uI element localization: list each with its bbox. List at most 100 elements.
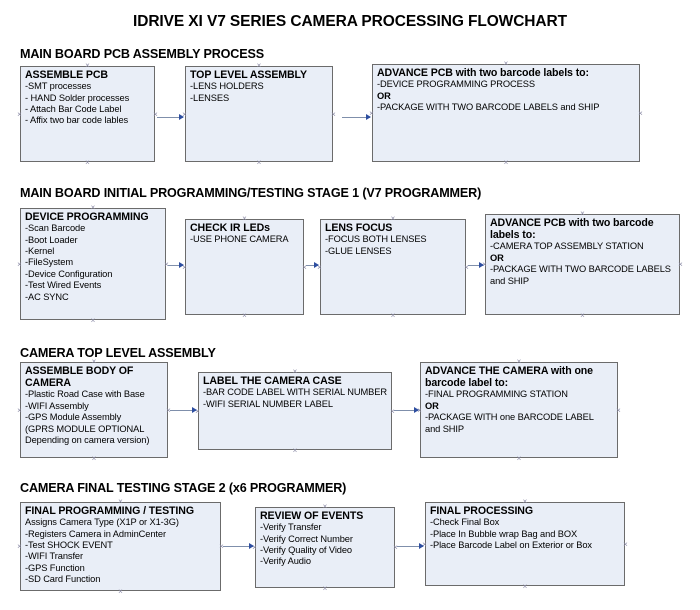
resize-handle-top[interactable]: [91, 358, 98, 365]
flow-connector-line[interactable]: [223, 546, 253, 547]
node-detail-line: -WIFI Assembly: [25, 400, 89, 411]
resize-handle-top[interactable]: [516, 358, 523, 365]
flow-arrow-icon: [249, 543, 254, 549]
flow-arrow-icon: [479, 262, 484, 268]
resize-handle-bottom[interactable]: [390, 312, 397, 319]
resize-handle-top[interactable]: [390, 215, 397, 222]
node-detail-line: -Plastic Road Case with Base: [25, 389, 145, 400]
resize-handle-left[interactable]: [16, 407, 23, 414]
process-node-advance-pcb-with-two-barcode-labels-to[interactable]: ADVANCE PCB with two barcode labels to:-…: [485, 214, 680, 315]
node-detail-line: -FileSystem: [25, 257, 73, 268]
node-title: TOP LEVEL ASSEMBLY: [190, 69, 307, 81]
process-node-label-the-camera-case[interactable]: LABEL THE CAMERA CASE-BAR CODE LABEL WIT…: [198, 372, 392, 450]
flow-connector-line[interactable]: [397, 546, 423, 547]
node-detail-line: -LENSES: [190, 92, 230, 103]
flow-arrow-icon: [414, 407, 419, 413]
node-detail-line: -SD Card Function: [25, 574, 101, 585]
resize-handle-bottom[interactable]: [292, 447, 299, 454]
resize-handle-top[interactable]: [522, 498, 529, 505]
resize-handle-top[interactable]: [322, 503, 329, 510]
resize-handle-right[interactable]: [330, 111, 337, 118]
node-detail-line: Depending on camera version): [25, 435, 150, 446]
flow-arrow-icon: [179, 262, 184, 268]
resize-handle-top[interactable]: [292, 368, 299, 375]
node-detail-line: - Attach Bar Code Label: [25, 104, 122, 115]
resize-handle-bottom[interactable]: [256, 159, 263, 166]
node-detail-line: -Scan Barcode: [25, 223, 86, 234]
node-detail-line: -PACKAGE WITH TWO BARCODE LABELS and SHI…: [377, 102, 600, 113]
flow-connector-line[interactable]: [306, 265, 318, 266]
process-node-final-processing[interactable]: FINAL PROCESSING -Check Final Box-Place …: [425, 502, 625, 586]
resize-handle-top[interactable]: [84, 62, 91, 69]
resize-handle-right[interactable]: [615, 407, 622, 414]
resize-handle-top[interactable]: [241, 215, 248, 222]
process-node-assemble-pcb[interactable]: ASSEMBLE PCB-SMT processes- HAND Solder …: [20, 66, 155, 162]
node-detail-line: Assigns Camera Type (X1P or X1-3G): [25, 517, 179, 528]
resize-handle-right[interactable]: [677, 261, 684, 268]
resize-handle-bottom[interactable]: [84, 159, 91, 166]
resize-handle-bottom[interactable]: [322, 585, 329, 592]
resize-handle-right[interactable]: [622, 541, 629, 548]
node-detail-line: -Device Configuration: [25, 268, 113, 279]
page-title: IDRIVE XI V7 SERIES CAMERA PROCESSING FL…: [133, 13, 567, 30]
node-detail-line: - Affix two bar code lables: [25, 115, 129, 126]
flow-connector-line[interactable]: [468, 265, 483, 266]
resize-handle-bottom[interactable]: [241, 312, 248, 319]
section-heading-camera-top-level-assembly: CAMERA TOP LEVEL ASSEMBLY: [20, 346, 216, 360]
node-title: REVIEW OF EVENTS: [260, 510, 364, 522]
resize-handle-right[interactable]: [637, 110, 644, 117]
resize-handle-right[interactable]: [163, 261, 170, 268]
resize-handle-top[interactable]: [117, 498, 124, 505]
resize-handle-bottom[interactable]: [503, 159, 510, 166]
node-title: FINAL PROGRAMMING / TESTING: [25, 505, 194, 517]
node-title: ADVANCE PCB with two barcode labels to:: [490, 217, 654, 242]
node-title: ADVANCE THE CAMERA with one barcode labe…: [425, 365, 593, 390]
section-heading-main-board-pcb-assembly-process: MAIN BOARD PCB ASSEMBLY PROCESS: [20, 47, 264, 61]
process-node-lens-focus[interactable]: LENS FOCUS-FOCUS BOTH LENSES-GLUE LENSES: [320, 219, 466, 315]
node-detail-line: -Test SHOCK EVENT: [25, 540, 113, 551]
flow-connector-line[interactable]: [157, 117, 183, 118]
process-node-review-of-events[interactable]: REVIEW OF EVENTS-Verify Transfer-Verify …: [255, 507, 395, 588]
node-detail-line: OR: [377, 90, 391, 101]
process-node-advance-the-camera-with-one-barcode-label-to[interactable]: ADVANCE THE CAMERA with one barcode labe…: [420, 362, 618, 458]
process-node-device-programming[interactable]: DEVICE PROGRAMMING-Scan Barcode-Boot Loa…: [20, 208, 166, 320]
resize-handle-top[interactable]: [503, 60, 510, 67]
resize-handle-bottom[interactable]: [90, 317, 97, 324]
resize-handle-right[interactable]: [389, 408, 396, 415]
node-detail-line: -PACKAGE WITH one BARCODE LABEL: [425, 412, 594, 423]
resize-handle-bottom[interactable]: [522, 583, 529, 590]
node-title: FINAL PROCESSING: [430, 505, 533, 517]
section-heading-camera-final-testing-stage-2-x6-programmer: CAMERA FINAL TESTING STAGE 2 (x6 PROGRAM…: [20, 481, 347, 495]
resize-handle-top[interactable]: [256, 62, 263, 69]
node-detail-line: -Registers Camera in AdminCenter: [25, 528, 166, 539]
resize-handle-left[interactable]: [16, 261, 23, 268]
resize-handle-top[interactable]: [579, 210, 586, 217]
process-node-assemble-body-of-camera[interactable]: ASSEMBLE BODY OF CAMERA-Plastic Road Cas…: [20, 362, 168, 458]
section-heading-main-board-initial-programming-testing-stage-1: MAIN BOARD INITIAL PROGRAMMING/TESTING S…: [20, 186, 482, 200]
process-node-advance-pcb-with-two-barcode-labels-to[interactable]: ADVANCE PCB with two barcode labels to:-…: [372, 64, 640, 162]
node-detail-line: -AC SYNC: [25, 291, 69, 302]
node-detail-line: -Verify Audio: [260, 556, 311, 567]
resize-handle-bottom[interactable]: [91, 455, 98, 462]
flow-connector-line[interactable]: [342, 117, 370, 118]
resize-handle-bottom[interactable]: [117, 588, 124, 595]
node-title: ASSEMBLE BODY OF CAMERA: [25, 365, 134, 390]
node-title: LENS FOCUS: [325, 222, 393, 234]
resize-handle-left[interactable]: [16, 543, 23, 550]
process-node-top-level-assembly[interactable]: TOP LEVEL ASSEMBLY-LENS HOLDERS-LENSES: [185, 66, 333, 162]
resize-handle-bottom[interactable]: [579, 312, 586, 319]
node-detail-line: (GPRS MODULE OPTIONAL: [25, 423, 145, 434]
process-node-check-ir-leds[interactable]: CHECK IR LEDs-USE PHONE CAMERA: [185, 219, 304, 315]
flow-connector-line[interactable]: [168, 265, 183, 266]
flow-arrow-icon: [179, 114, 184, 120]
flow-connector-line[interactable]: [394, 410, 418, 411]
resize-handle-top[interactable]: [90, 204, 97, 211]
node-detail-line: -GLUE LENSES: [325, 245, 392, 256]
node-title: ASSEMBLE PCB: [25, 69, 108, 81]
flow-connector-line[interactable]: [170, 410, 196, 411]
resize-handle-left[interactable]: [16, 111, 23, 118]
resize-handle-bottom[interactable]: [516, 455, 523, 462]
node-detail-line: -Boot Loader: [25, 234, 78, 245]
